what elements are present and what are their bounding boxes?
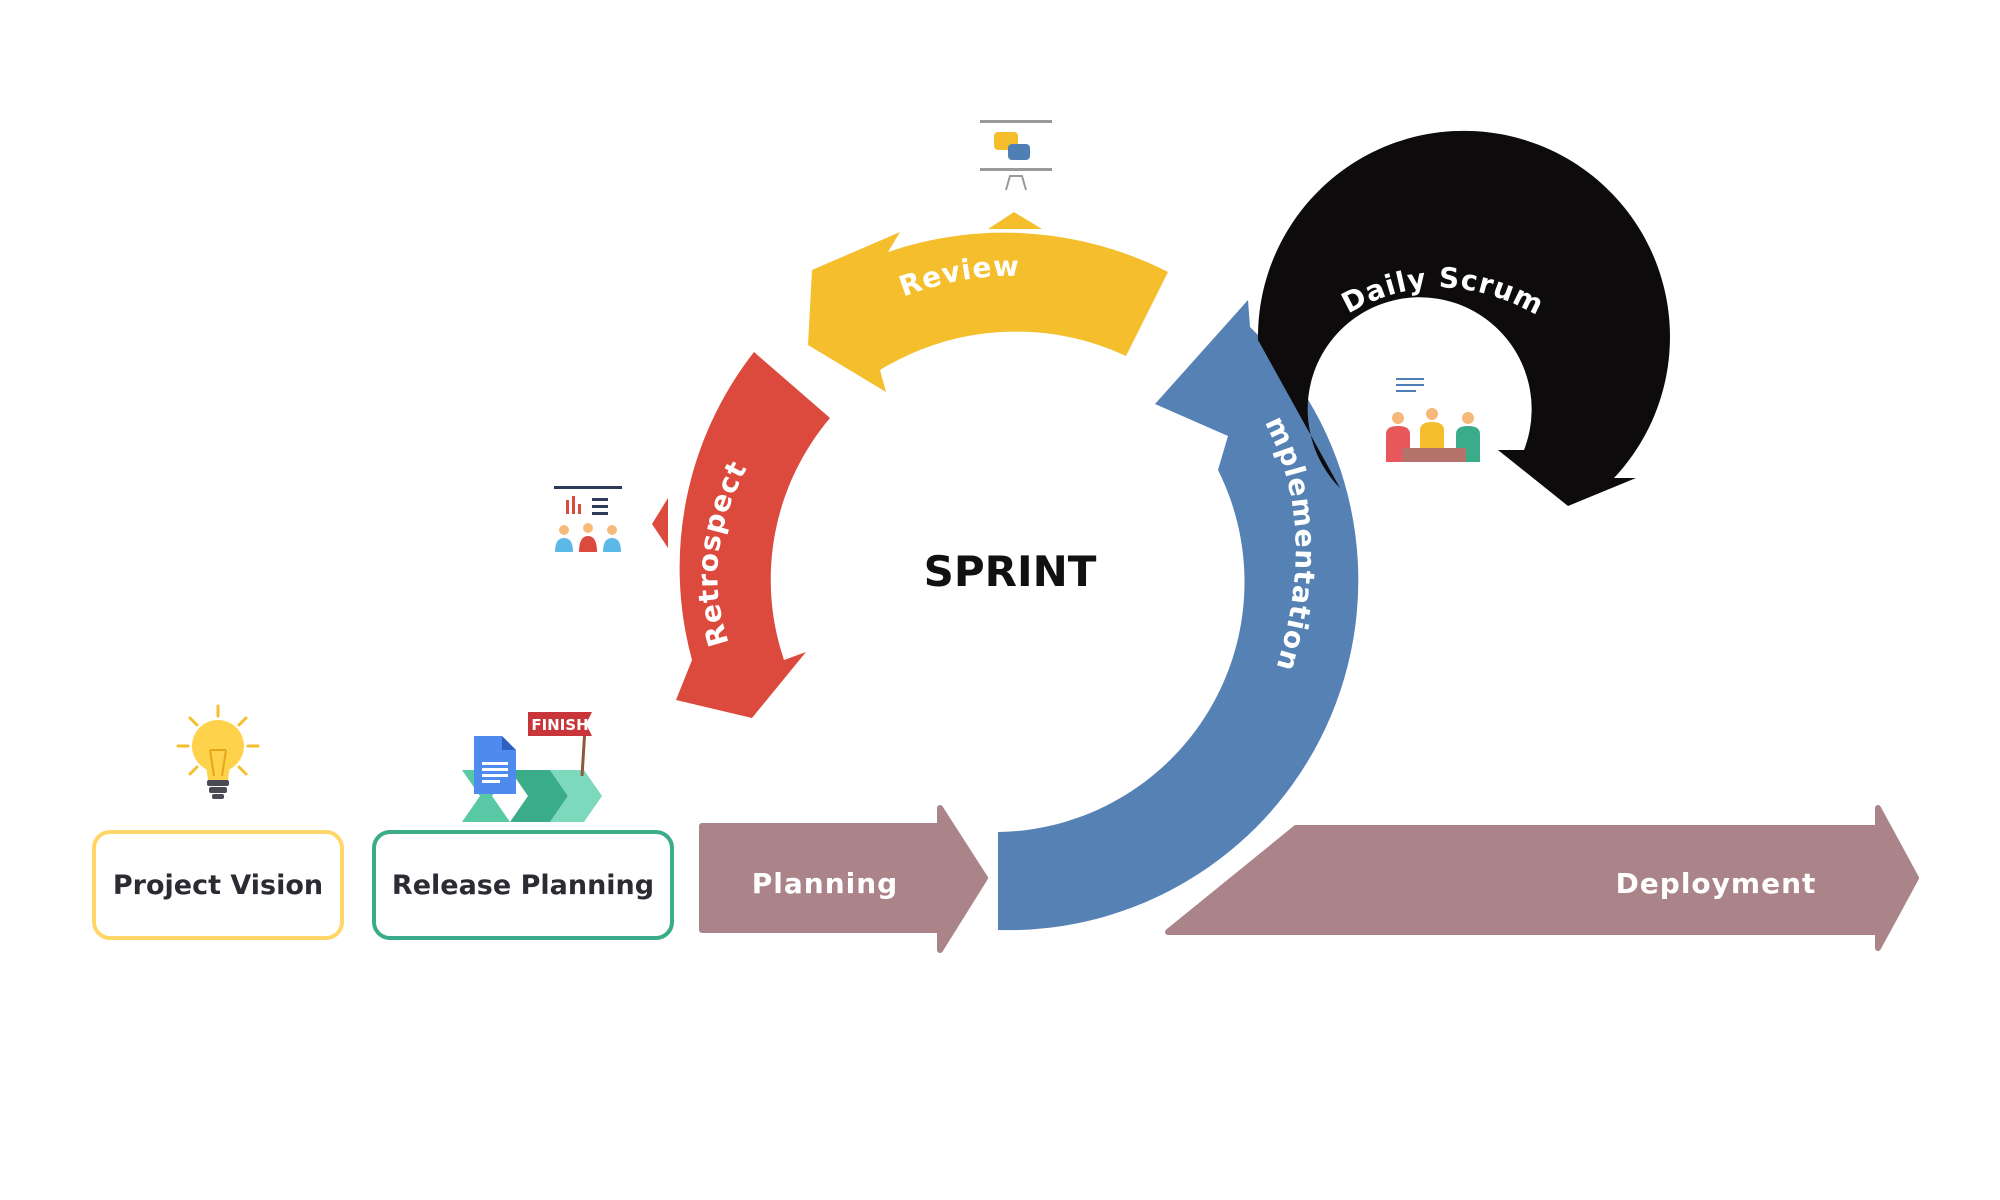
sprint-title: SPRINT bbox=[924, 547, 1097, 596]
team-meeting-chart-icon bbox=[554, 486, 622, 552]
deployment-arrow: Deployment bbox=[1165, 805, 1919, 951]
review-pointer bbox=[988, 212, 1042, 229]
retrospect-arrow: Retrospect bbox=[652, 352, 830, 718]
project-vision-label: Project Vision bbox=[113, 870, 323, 901]
review-arrow: Review bbox=[808, 212, 1168, 392]
planning-label: Planning bbox=[752, 867, 898, 900]
release-planning-label: Release Planning bbox=[392, 870, 654, 901]
lightbulb-icon bbox=[176, 704, 260, 799]
finish-flag-text: FINISH bbox=[531, 716, 588, 734]
team-standup-icon bbox=[1386, 378, 1480, 462]
implementation-arrow: Implementation bbox=[998, 300, 1359, 931]
release-planning-box: Release Planning bbox=[372, 830, 674, 940]
document-finish-flag-icon: FINISH bbox=[462, 711, 602, 822]
project-vision-box: Project Vision bbox=[92, 830, 344, 940]
deployment-label: Deployment bbox=[1616, 867, 1817, 900]
retrospect-pointer bbox=[652, 498, 668, 548]
planning-arrow: Planning bbox=[699, 805, 988, 953]
presentation-board-icon bbox=[980, 120, 1052, 191]
